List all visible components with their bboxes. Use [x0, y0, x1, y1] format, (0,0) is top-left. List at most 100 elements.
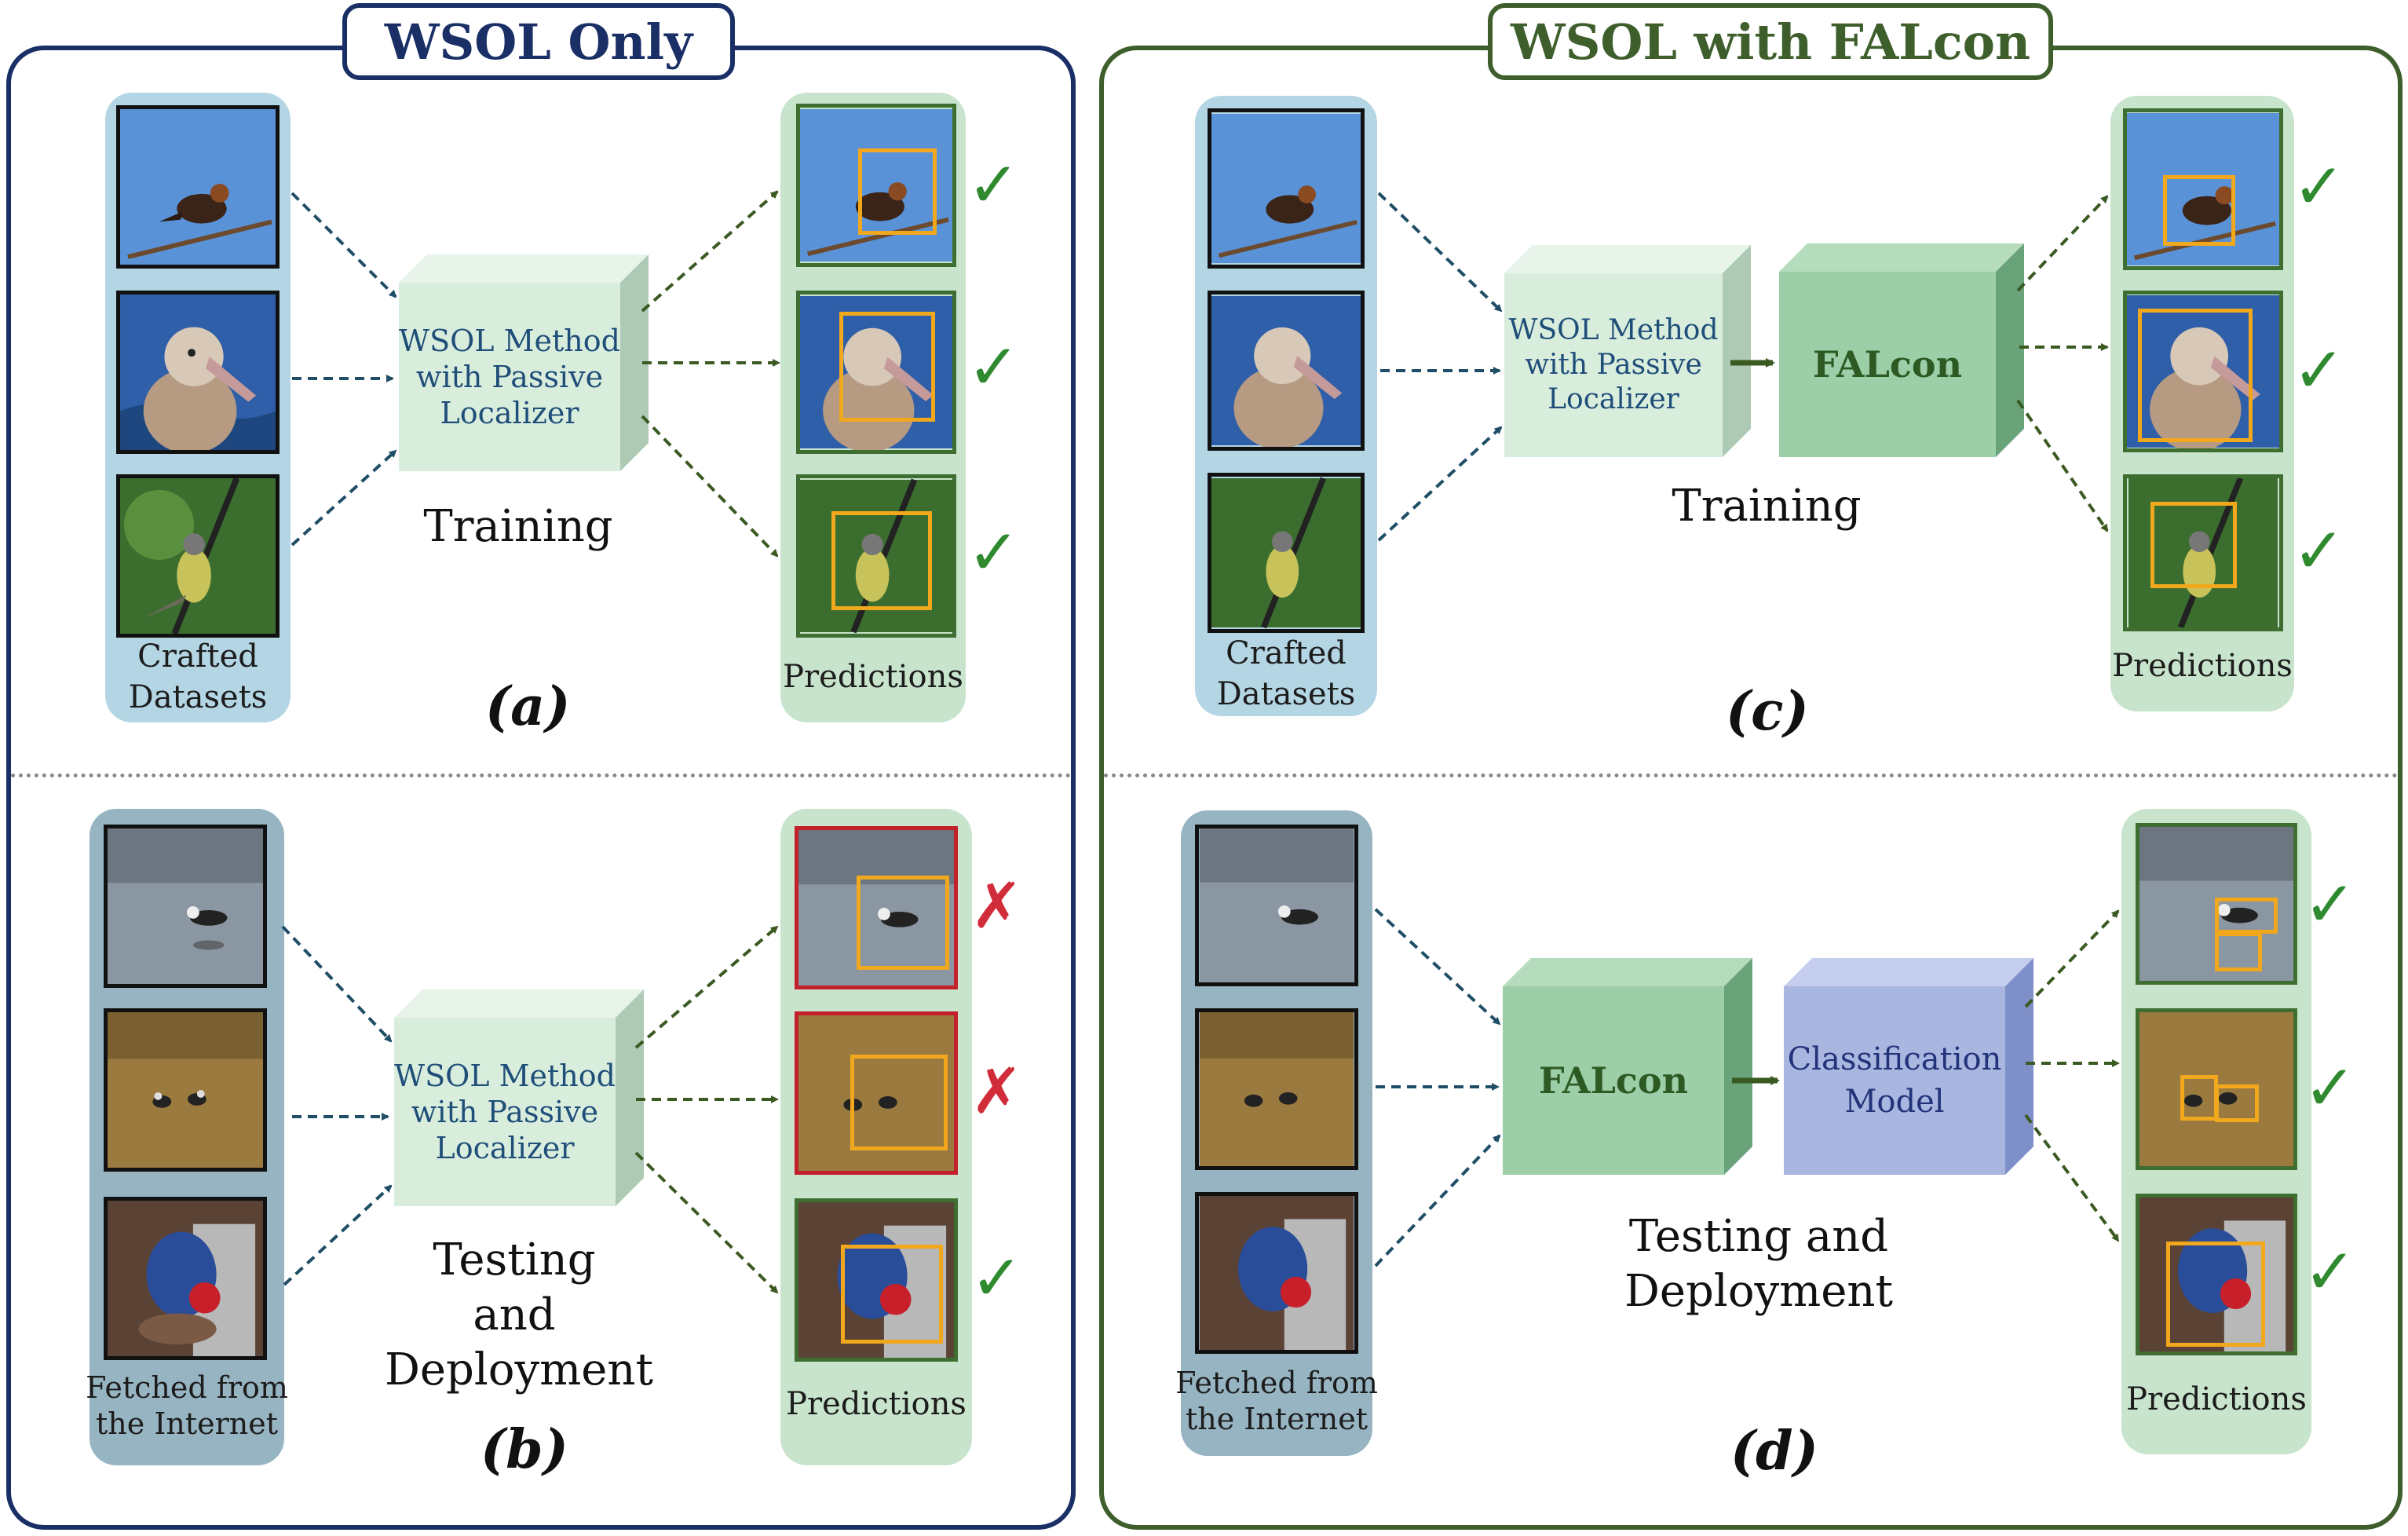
prediction-flycatcher-1	[796, 474, 956, 638]
classification-model-label-d: Classification Model	[1784, 986, 2005, 1175]
prediction-jay-1	[795, 1198, 958, 1362]
bounding-box	[2215, 898, 2278, 934]
bounding-box	[841, 1245, 943, 1344]
albatross-image-1	[116, 291, 280, 454]
check-icon: ✓	[967, 516, 1021, 589]
check-icon: ✓	[2304, 868, 2357, 941]
bounding-box	[858, 148, 937, 235]
wsol-method-label-a: WSOL Method with Passive Localizer	[399, 283, 620, 471]
bounding-box	[2166, 1242, 2265, 1347]
bounding-box	[2215, 932, 2262, 971]
panel-letter-c: (c)	[1726, 680, 1809, 743]
bounding-box	[2163, 175, 2235, 246]
crafted-datasets-label-c: Crafted Datasets	[1216, 635, 1356, 712]
falcon-block-d: FALcon	[1503, 958, 1752, 1175]
bounding-box	[839, 312, 935, 422]
arrow-b-out-3	[634, 1151, 779, 1294]
left-divider	[11, 773, 1071, 777]
storks-icon	[108, 1012, 263, 1168]
arrow-b-out-1	[634, 925, 779, 1049]
prediction-flycatcher-2	[2123, 474, 2283, 631]
flycatcher-icon	[120, 478, 276, 634]
check-icon: ✓	[967, 331, 1021, 404]
storks-image-1	[104, 1008, 267, 1172]
prediction-wagtail-1	[795, 826, 958, 989]
predictions-label-d: Predictions	[2126, 1381, 2307, 1417]
bounding-box	[2215, 1084, 2259, 1122]
check-icon: ✓	[2293, 334, 2346, 407]
arrow-a-in-1	[290, 192, 397, 298]
cross-icon: ✗	[970, 869, 1024, 942]
prediction-storks-1	[795, 1011, 958, 1175]
predictions-label-c: Predictions	[2112, 648, 2293, 684]
albatross-image-2	[1208, 291, 1365, 451]
wsol-method-block-b: WSOL Method with Passive Localizer	[394, 989, 644, 1206]
arrow-a-out-1	[641, 190, 779, 313]
arrow-c-in-1	[1377, 192, 1503, 313]
arrow-b-in-3	[283, 1184, 393, 1286]
check-icon: ✓	[970, 1242, 1024, 1315]
arrow-c-out-3	[2016, 399, 2109, 532]
crafted-datasets-label-a: Crafted Datasets	[128, 638, 268, 715]
prediction-wagtail-2	[2136, 823, 2297, 985]
training-label-c: Training	[1672, 481, 1862, 532]
wagtail-image-2	[1195, 825, 1358, 986]
panel-letter-a: (a)	[485, 675, 571, 738]
wsol-method-label-c: WSOL Method with Passive Localizer	[1504, 273, 1723, 457]
bounding-box	[831, 511, 932, 610]
panel-letter-b: (b)	[481, 1418, 568, 1481]
albatross-icon	[120, 294, 276, 450]
arrow-d-in-3	[1374, 1134, 1501, 1267]
check-icon: ✓	[2304, 1051, 2357, 1125]
wsol-only-title: WSOL Only	[342, 3, 735, 80]
flycatcher-image-2	[1208, 473, 1365, 633]
check-icon: ✓	[967, 148, 1021, 221]
wagtail-icon	[108, 828, 263, 984]
bounding-box	[2150, 502, 2237, 588]
prediction-albatross-1	[796, 291, 956, 454]
check-icon: ✓	[2304, 1235, 2357, 1308]
wsol-method-label-b: WSOL Method with Passive Localizer	[394, 1018, 616, 1206]
bounding-box	[2138, 309, 2253, 442]
wsol-method-block-c: WSOL Method with Passive Localizer	[1504, 245, 1751, 457]
flycatcher-image-1	[116, 474, 280, 638]
prediction-albatross-2	[2123, 291, 2283, 452]
prediction-bird-2	[2123, 108, 2283, 270]
cross-icon: ✗	[970, 1055, 1024, 1128]
arrow-d-out-1	[2024, 909, 2120, 1008]
jay-icon	[108, 1201, 263, 1356]
falcon-block-c: FALcon	[1779, 243, 2024, 457]
arrow-d-in-1	[1374, 908, 1501, 1026]
arrow-d-out-3	[2024, 1114, 2120, 1242]
jay-image-2	[1195, 1192, 1358, 1354]
arrow-a-out-3	[641, 415, 779, 558]
wagtail-image-1	[104, 825, 267, 988]
panel-letter-d: (d)	[1730, 1420, 1818, 1483]
training-label-a: Training	[423, 501, 613, 552]
right-divider	[1104, 773, 2398, 777]
bounding-box	[857, 876, 949, 970]
bird-image-1	[116, 105, 280, 269]
falcon-label-d: FALcon	[1503, 986, 1724, 1175]
wsol-with-falcon-title: WSOL with FALcon	[1488, 3, 2053, 80]
prediction-storks-2	[2136, 1008, 2297, 1170]
check-icon: ✓	[2293, 150, 2346, 223]
falcon-label-c: FALcon	[1779, 272, 1996, 457]
prediction-jay-2	[2136, 1194, 2297, 1355]
arrow-a-in-3	[290, 449, 397, 547]
storks-image-2	[1195, 1008, 1358, 1170]
predictions-label-b: Predictions	[786, 1386, 966, 1422]
classification-model-block-d: Classification Model	[1784, 958, 2033, 1175]
prediction-bird-1	[796, 104, 956, 267]
bird-on-branch-icon	[120, 109, 276, 265]
testing-label-b: Testing and Deployment	[385, 1234, 653, 1395]
fetched-internet-label-b: Fetched from the Internet	[86, 1370, 288, 1441]
arrow-c-in-3	[1377, 426, 1503, 542]
arrow-c-out-1	[2016, 195, 2109, 292]
bird-image-2	[1208, 108, 1365, 269]
check-icon: ✓	[2293, 514, 2346, 587]
predictions-label-a: Predictions	[783, 659, 963, 695]
arrow-b-in-1	[281, 925, 393, 1043]
bounding-box	[850, 1055, 948, 1150]
